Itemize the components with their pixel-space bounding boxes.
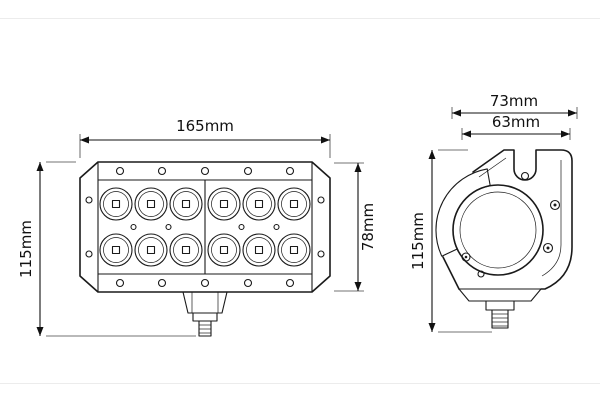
dimension-front-total-height: 115mm xyxy=(17,161,196,337)
dim-label-front-body-height: 78mm xyxy=(359,203,377,251)
dimension-side-overall-depth: 73mm xyxy=(451,92,578,119)
dimension-front-body-height: 78mm xyxy=(334,162,377,292)
side-bracket-top-inner-edge xyxy=(478,157,507,178)
dim-label-front-width: 165mm xyxy=(176,117,234,135)
endcap-screws xyxy=(85,196,325,258)
side-bracket-inner-edge xyxy=(541,160,562,277)
side-base-and-bolt xyxy=(442,256,542,329)
dimension-front-width: 165mm xyxy=(79,117,331,158)
led-array xyxy=(99,187,311,267)
dim-label-side-body-depth: 63mm xyxy=(492,113,540,131)
side-bracket-screws xyxy=(461,199,561,278)
rail-screws xyxy=(115,166,295,288)
dimension-side-body-depth: 63mm xyxy=(461,113,571,140)
side-bracket-outline xyxy=(472,149,573,290)
lamp-body-inner-circle xyxy=(459,191,537,269)
front-view xyxy=(79,161,331,337)
bracket-slot-screw xyxy=(520,171,530,181)
heatsink-fins xyxy=(435,168,491,257)
lamp-body-circle xyxy=(452,184,544,276)
side-view xyxy=(435,149,573,329)
front-mounting-bracket xyxy=(182,291,228,337)
dim-label-front-total-height: 115mm xyxy=(17,220,35,278)
dim-label-side-overall-depth: 73mm xyxy=(490,92,538,110)
dimension-side-height: 115mm xyxy=(409,149,492,333)
dim-label-side-height: 115mm xyxy=(409,212,427,270)
